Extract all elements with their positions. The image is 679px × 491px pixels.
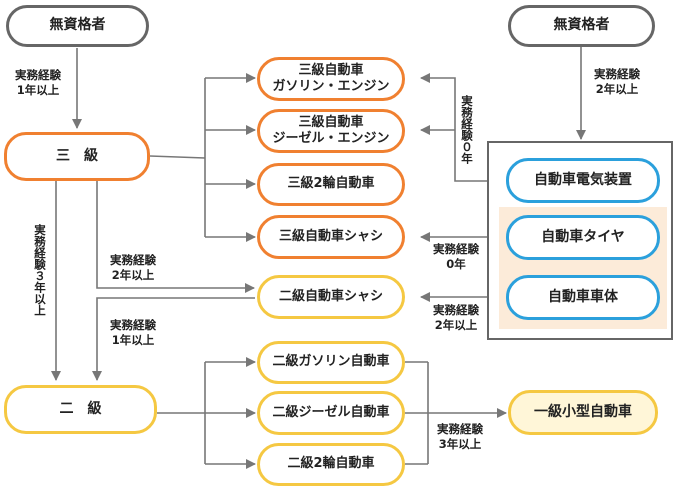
electrical-equipment-node: 自動車電気装置 — [506, 158, 660, 203]
experience-0y-tire-label: 実務経験 0年 — [433, 242, 479, 271]
experience-2y-mid-label: 実務経験 2年以上 — [110, 253, 156, 282]
experience-3y-vertical-label: 実務経験３年以上 — [32, 224, 47, 316]
nikyu-chassis-node: 二級自動車シャシ — [257, 275, 405, 319]
experience-1y-b-label: 実務経験 1年以上 — [110, 318, 156, 347]
experience-3y-final-label: 実務経験 3年以上 — [437, 422, 483, 451]
sankyu-chassis-node: 三級自動車シャシ — [257, 215, 405, 259]
nikyu-diesel-node: 二級ジーゼル自動車 — [257, 391, 405, 435]
nikyu-gasoline-node: 二級ガソリン自動車 — [257, 341, 405, 384]
experience-2y-right-label: 実務経験 2年以上 — [594, 67, 640, 96]
ikkyu-small-node: 一級小型自動車 — [508, 390, 658, 435]
body-node: 自動車車体 — [506, 275, 660, 320]
unqualified-right: 無資格者 — [508, 5, 655, 47]
experience-1y-label: 実務経験 1年以上 — [15, 68, 61, 97]
sankyu-gasoline-node: 三級自動車 ガソリン・エンジン — [257, 57, 405, 101]
nikyu-2wheel-node: 二級2輪自動車 — [257, 443, 405, 486]
sankyu-diesel-node: 三級自動車 ジーゼル・エンジン — [257, 109, 405, 153]
tire-node: 自動車タイヤ — [506, 215, 660, 260]
experience-2y-body-label: 実務経験 2年以上 — [433, 303, 479, 332]
sankyu-2wheel-node: 三級2輪自動車 — [257, 163, 405, 206]
unqualified-left: 無資格者 — [6, 5, 149, 47]
experience-0y-vertical-label: 実務経験０年 — [459, 94, 474, 164]
nikyu-node: 二 級 — [4, 385, 157, 434]
sankyu-node: 三 級 — [4, 132, 150, 181]
